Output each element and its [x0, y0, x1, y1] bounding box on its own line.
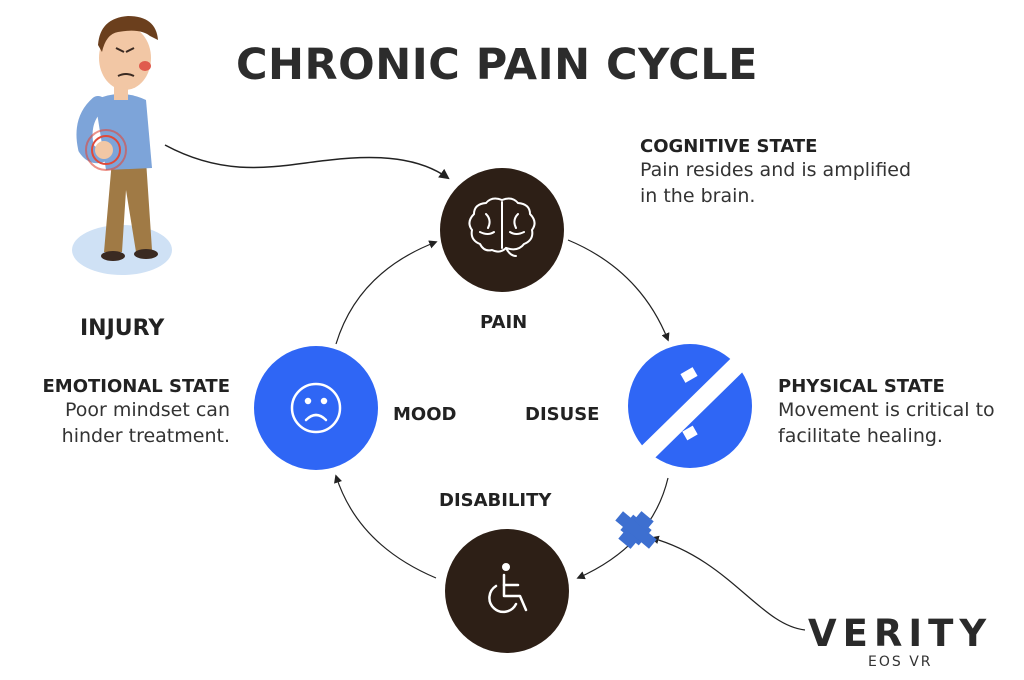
- wheelchair-icon: [488, 563, 528, 614]
- broken-bone-icon: [633, 350, 754, 467]
- brand-name: VERITY: [808, 612, 993, 655]
- emotional-state-block: EMOTIONAL STATE Poor mindset can hinder …: [14, 376, 230, 449]
- emotional-state-heading: EMOTIONAL STATE: [42, 376, 230, 397]
- disuse-node: [628, 344, 754, 468]
- medical-cross-icon: [615, 511, 657, 549]
- sad-face-icon: [290, 382, 342, 434]
- cognitive-state-block: COGNITIVE STATE Pain resides and is ampl…: [640, 136, 911, 209]
- injury-label: INJURY: [80, 316, 165, 341]
- physical-state-line-2: facilitate healing.: [778, 425, 943, 447]
- disability-label: DISABILITY: [439, 490, 552, 511]
- brain-icon: [468, 197, 536, 257]
- physical-state-block: PHYSICAL STATE Movement is critical to f…: [778, 376, 995, 449]
- emotional-state-line-2: hinder treatment.: [61, 425, 230, 447]
- pain-label: PAIN: [480, 312, 528, 333]
- physical-state-line-1: Movement is critical to: [778, 399, 995, 421]
- page-title: CHRONIC PAIN CYCLE: [236, 40, 759, 90]
- emotional-state-line-1: Poor mindset can: [65, 399, 230, 421]
- physical-state-heading: PHYSICAL STATE: [778, 376, 945, 397]
- mood-to-pain-arrow: [335, 240, 438, 345]
- verity-to-cross-arrow: [650, 535, 806, 631]
- cognitive-state-line-2: in the brain.: [640, 185, 756, 207]
- disability-node: [445, 529, 569, 653]
- brand-subtitle: EOS VR: [868, 654, 933, 670]
- injured-person-illustration: [72, 16, 172, 275]
- mood-label: MOOD: [393, 404, 457, 425]
- verity-logo: VERITY: [808, 612, 992, 655]
- cognitive-state-line-1: Pain resides and is amplified: [640, 159, 912, 181]
- mood-node: [254, 346, 378, 470]
- disuse-label: DISUSE: [525, 404, 600, 425]
- injury-to-pain-arrow: [164, 144, 450, 180]
- pain-node: [440, 168, 564, 292]
- pain-to-disuse-arrow: [567, 239, 670, 342]
- disability-to-mood-arrow: [334, 474, 437, 579]
- cognitive-state-heading: COGNITIVE STATE: [640, 136, 818, 157]
